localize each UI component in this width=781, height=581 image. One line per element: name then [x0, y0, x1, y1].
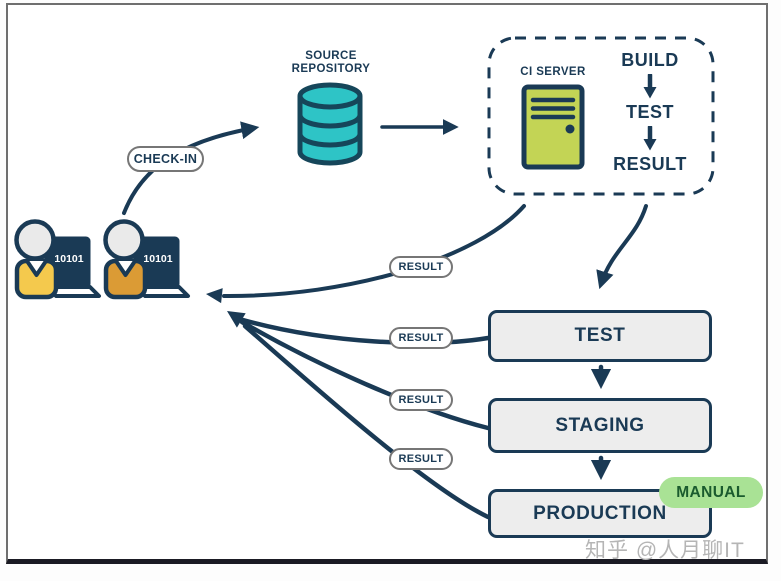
- source-repository-label-line2: REPOSITORY: [291, 63, 371, 75]
- test-result-arrow: [240, 317, 491, 346]
- ci-steps-column: BUILD TEST RESULT: [608, 50, 692, 175]
- stage-results-arrowhead: [227, 311, 246, 328]
- result-pill-1: RESULT: [389, 256, 453, 278]
- laptop-screen-code: 10101: [143, 253, 172, 265]
- ci-result-arrowhead: [206, 288, 223, 304]
- database-icon: [297, 82, 363, 166]
- step-test-label: TEST: [625, 102, 674, 122]
- ci-to-test-arrow: [596, 204, 648, 290]
- server-led-dot: [565, 124, 575, 134]
- watermark-text: 知乎 @人月聊IT: [585, 539, 745, 562]
- ci-server-label: CI SERVER: [520, 66, 586, 78]
- ci-result-arrow: [222, 204, 526, 299]
- down-arrow-icon: [643, 126, 657, 151]
- manual-badge: MANUAL: [659, 477, 763, 508]
- server-icon: [521, 84, 585, 170]
- stage-box-test: TEST: [488, 310, 712, 362]
- source-repository-label-line1: SOURCE: [305, 50, 357, 62]
- developer-head: [14, 219, 56, 261]
- developer-collar: [25, 259, 48, 277]
- production-result-arrow: [242, 323, 491, 520]
- source-repository-label: SOURCE REPOSITORY: [270, 50, 392, 76]
- result-pill-4: RESULT: [389, 448, 453, 470]
- down-arrow-icon: [643, 74, 657, 99]
- developer-2-icon: 10101: [103, 219, 190, 300]
- ci-server-dashed-box: [487, 36, 715, 196]
- stage-box-staging: STAGING: [488, 398, 712, 453]
- laptop-screen-code: 10101: [54, 253, 83, 265]
- developer-collar: [114, 259, 137, 277]
- step-build-label: BUILD: [621, 50, 679, 70]
- developer-head: [103, 219, 145, 261]
- step-result-label: RESULT: [613, 154, 687, 174]
- staging-result-arrow: [239, 319, 491, 431]
- result-pill-3: RESULT: [389, 389, 453, 411]
- developer-1-icon: 10101: [14, 219, 101, 300]
- checkin-pill: CHECK-IN: [127, 146, 204, 172]
- result-pill-2: RESULT: [389, 327, 453, 349]
